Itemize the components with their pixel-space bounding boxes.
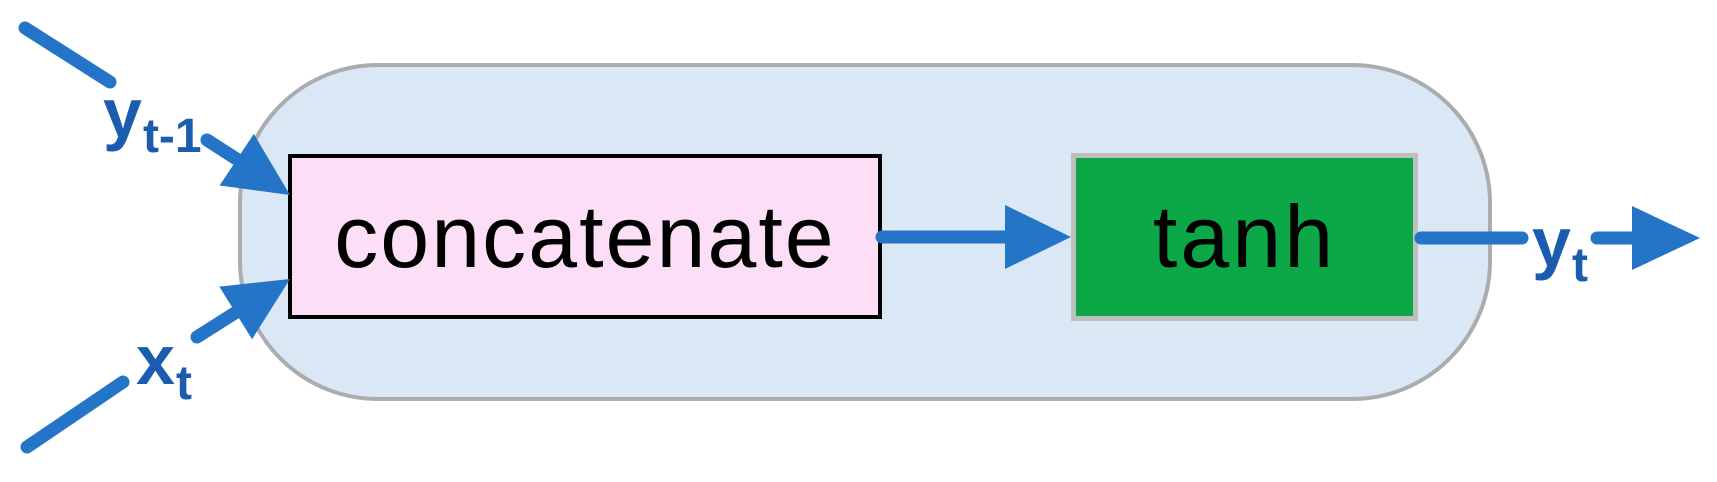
output-label-sub: t — [1571, 239, 1588, 292]
prev-output-label: yt-1 — [103, 78, 202, 161]
current-input-arrow-segment-1 — [20, 375, 130, 454]
output-label-main: y — [1532, 203, 1571, 281]
concatenate-box: concatenate — [288, 154, 882, 319]
prev-output-label-sub: t-1 — [142, 110, 202, 163]
concatenate-label: concatenate — [334, 186, 836, 286]
tanh-box: tanh — [1071, 153, 1418, 321]
current-input-label-main: x — [136, 321, 175, 399]
output-arrowhead-icon — [1632, 206, 1700, 270]
current-input-label-sub: t — [175, 357, 192, 410]
tanh-label: tanh — [1152, 187, 1337, 286]
current-input-label: xt — [136, 325, 192, 408]
output-label: yt — [1532, 207, 1588, 290]
prev-output-label-main: y — [103, 74, 142, 152]
current-input-arrow-segment-2 — [190, 304, 245, 344]
prev-output-arrow-segment-1 — [18, 21, 117, 89]
prev-output-arrow-segment-2 — [200, 133, 245, 167]
